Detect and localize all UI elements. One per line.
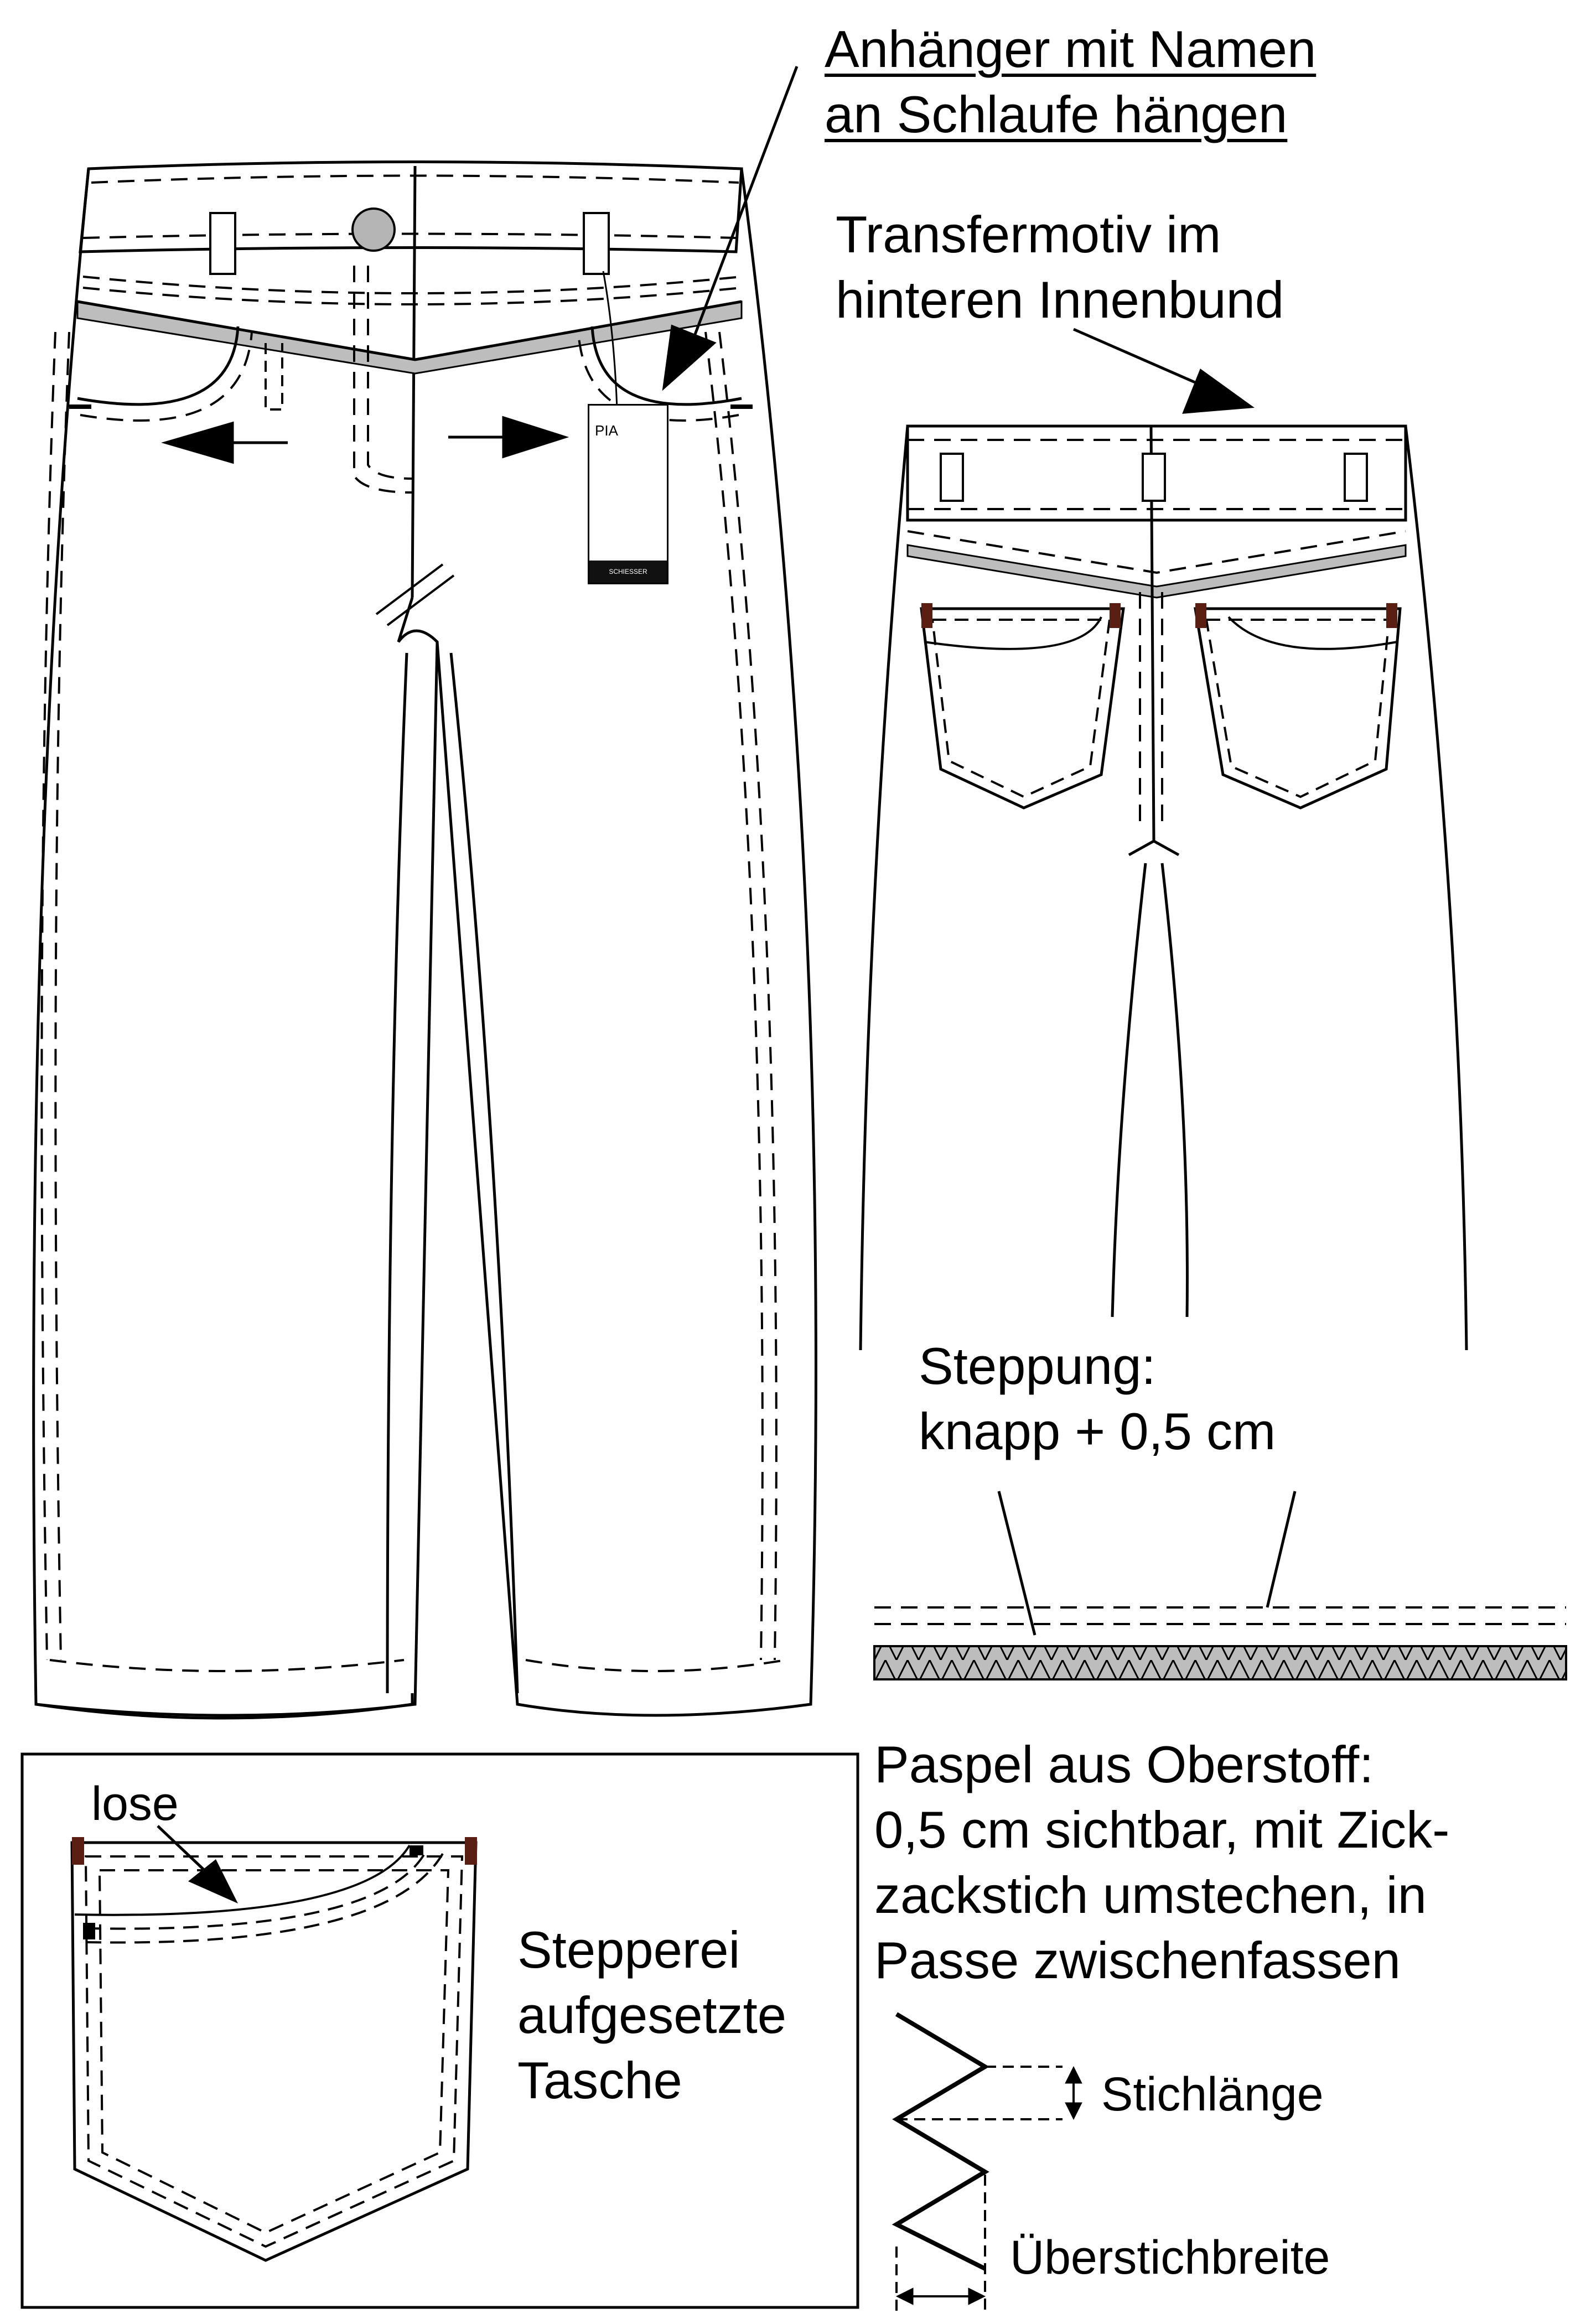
pocket-loose-label: lose xyxy=(91,1777,179,1830)
hangtag-card: PIA SCHIESSER xyxy=(588,404,668,584)
front-view-pants xyxy=(32,160,817,1720)
piping-note-line2: 0,5 cm sichtbar, mit Zick- xyxy=(874,1801,1450,1859)
transfer-note-line1: Transfermotiv im xyxy=(836,205,1221,263)
zigzag-legend xyxy=(892,2012,1082,2313)
back-view-pants xyxy=(859,424,1468,1351)
transfer-note: Transfermotiv im hinteren Innenbund xyxy=(836,202,1284,333)
hangtag-arrow xyxy=(662,66,799,391)
hangtag-name: PIA xyxy=(595,422,618,439)
hangtag-note-line1: Anhänger mit Namen xyxy=(825,20,1317,78)
piping-note-line1: Paspel aus Oberstoff: xyxy=(874,1735,1374,1793)
back-pocket-right xyxy=(1194,607,1402,810)
front-yoke-piping xyxy=(76,300,743,375)
overstitch-width-label: Überstichbreite xyxy=(1010,2231,1330,2284)
front-belt-loop-left xyxy=(209,212,236,275)
stitching-note-line1: Steppung: xyxy=(919,1337,1156,1395)
stitch-detail xyxy=(873,1491,1567,1680)
transfer-note-line2: hinteren Innenbund xyxy=(836,271,1284,329)
stitching-note-line2: knapp + 0,5 cm xyxy=(919,1402,1276,1460)
front-pocket-arrows xyxy=(161,416,569,464)
back-pocket-left xyxy=(920,607,1125,810)
hangtag-note-line2: an Schlaufe hängen xyxy=(825,85,1288,143)
pocket-title: Stepperei aufgesetzte Tasche xyxy=(517,1917,786,2113)
front-waistband xyxy=(79,160,743,253)
transfer-arrow xyxy=(1072,328,1255,414)
hangtag-brand: SCHIESSER xyxy=(589,561,667,583)
back-yoke-piping xyxy=(906,544,1407,599)
pocket-title-line2: aufgesetzte xyxy=(517,1986,787,2044)
pocket-title-line3: Tasche xyxy=(517,2051,682,2109)
pocket-detail-box xyxy=(20,1752,859,2309)
front-belt-loop-right xyxy=(583,212,610,275)
hangtag-note: Anhänger mit Namen an Schlaufe hängen xyxy=(825,17,1316,147)
piping-note: Paspel aus Oberstoff: 0,5 cm sichtbar, m… xyxy=(874,1732,1449,1993)
pocket-detail-drawing xyxy=(70,1825,478,2262)
stitching-note: Steppung: knapp + 0,5 cm xyxy=(919,1334,1276,1464)
stitch-length-label: Stichlänge xyxy=(1101,2068,1324,2121)
pocket-title-line1: Stepperei xyxy=(517,1921,740,1979)
piping-note-line4: Passe zwischenfassen xyxy=(874,1931,1401,1989)
piping-note-line3: zackstich umstechen, in xyxy=(874,1866,1427,1924)
lose-arrow-head xyxy=(188,1859,238,1903)
front-button xyxy=(351,208,396,252)
